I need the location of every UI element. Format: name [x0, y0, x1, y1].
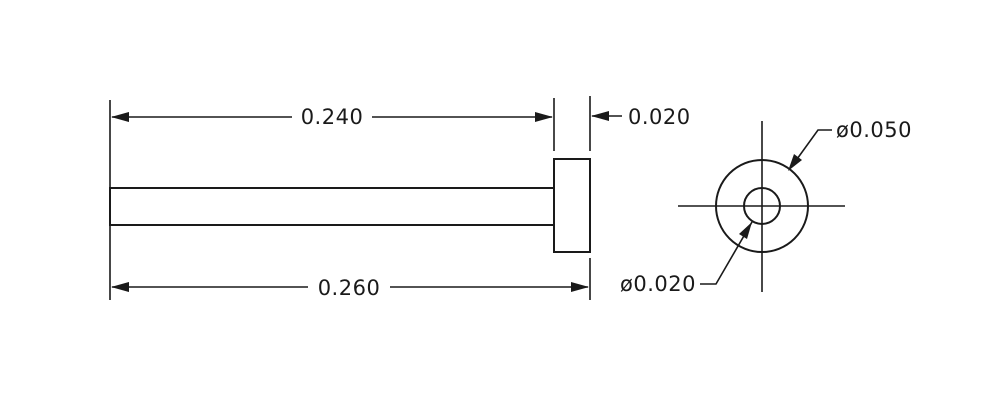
- leader-line: [700, 221, 753, 285]
- arrowhead: [591, 111, 609, 121]
- pin-head: [553, 158, 591, 253]
- dimension-label-head-thickness: 0.020: [628, 105, 691, 129]
- dimension-label-outer-diameter: ø0.050: [836, 118, 912, 142]
- dimension-label-inner-diameter: ø0.020: [620, 272, 696, 296]
- leader-line: [791, 129, 832, 167]
- arrowhead: [739, 222, 752, 239]
- pin-shaft: [109, 187, 555, 226]
- arrowhead: [111, 112, 129, 122]
- arrowhead: [571, 282, 589, 292]
- arrowhead: [111, 282, 129, 292]
- pin-side-view: [109, 158, 591, 253]
- dimension-label-overall-length: 0.260: [318, 276, 381, 300]
- outer-circle: [715, 159, 809, 253]
- dimension-shaft-length: 0.240: [111, 105, 553, 129]
- extension-lines: [109, 96, 591, 300]
- dimension-label-shaft-length: 0.240: [301, 105, 364, 129]
- leader-outer-diameter: ø0.050: [788, 118, 912, 171]
- dimension-head-thickness: 0.020: [591, 105, 691, 129]
- arrowhead: [535, 112, 553, 122]
- arrowhead: [788, 154, 802, 171]
- pin-end-view: [678, 121, 845, 292]
- dimension-overall-length: 0.260: [111, 276, 589, 300]
- leader-inner-diameter: ø0.020: [620, 221, 753, 296]
- inner-circle: [743, 187, 781, 225]
